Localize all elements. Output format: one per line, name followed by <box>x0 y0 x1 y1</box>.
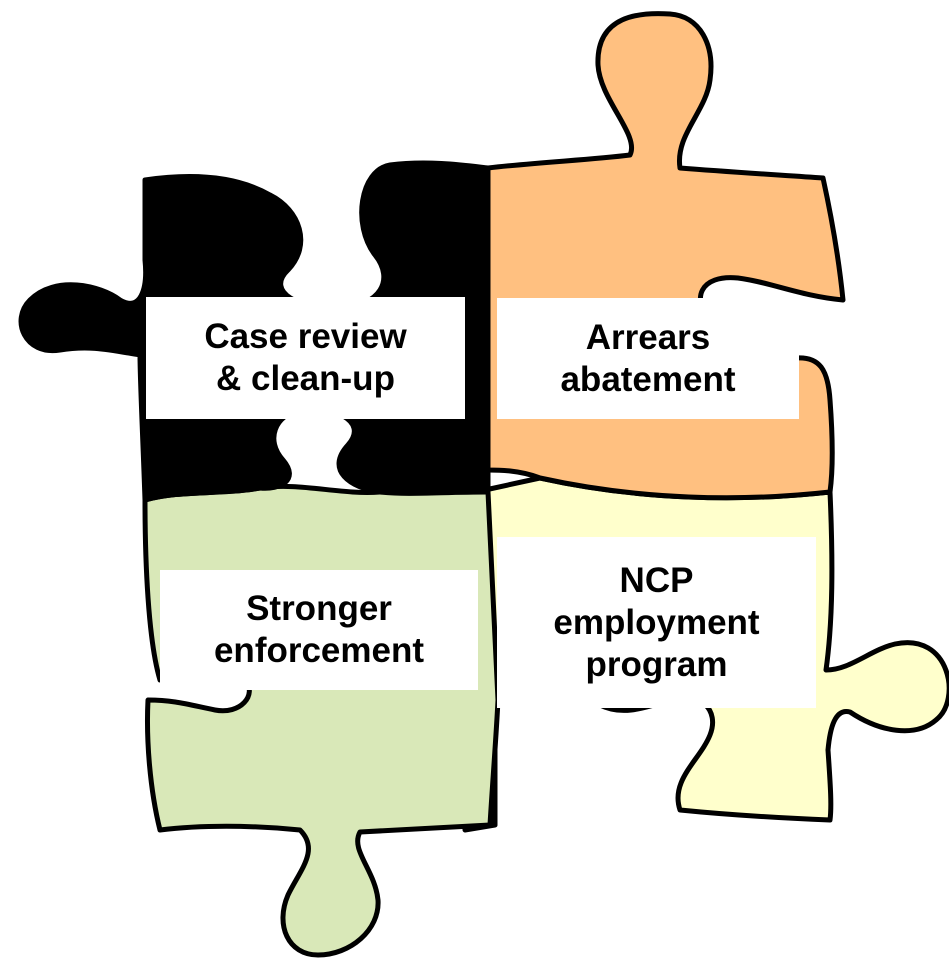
label-line: enforcement <box>213 631 425 670</box>
label-line: program <box>585 644 728 684</box>
label-line: employment <box>553 602 760 642</box>
label-line: abatement <box>560 359 736 399</box>
label-line: Arrears <box>585 317 711 357</box>
label-ncp-employment-program: NCP employment program <box>497 537 816 708</box>
label-case-review: Case review & clean-up <box>146 297 465 419</box>
label-line: NCP <box>619 560 694 600</box>
puzzle-piece-enforcement <box>142 483 501 958</box>
label-line: Stronger <box>246 589 392 628</box>
puzzle-piece-arrears <box>485 11 846 501</box>
label-line: Case review <box>204 317 407 356</box>
label-arrears-abatement: Arrears abatement <box>497 298 799 419</box>
label-stronger-enforcement: Stronger enforcement <box>160 570 478 690</box>
label-line: & clean-up <box>216 359 395 398</box>
